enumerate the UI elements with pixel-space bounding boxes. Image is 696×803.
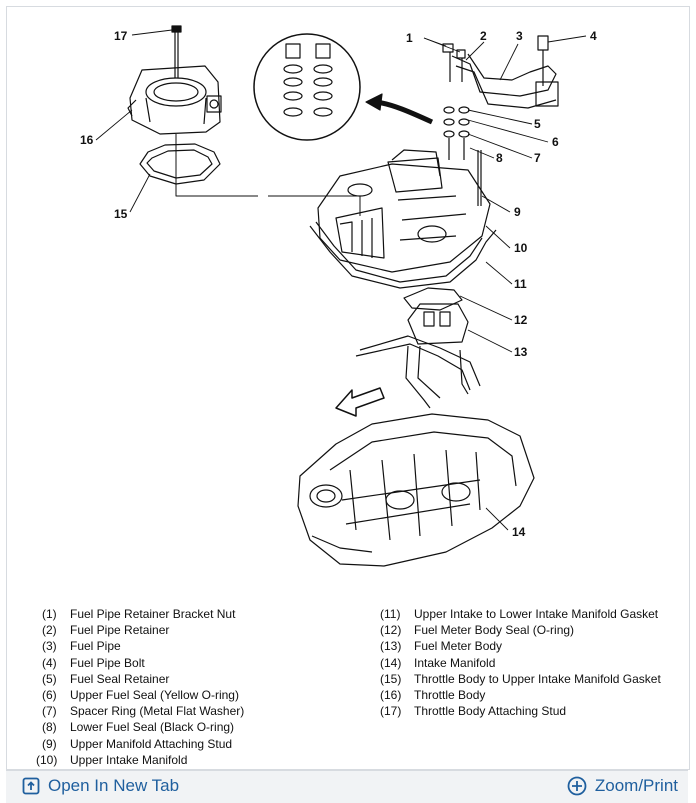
- callout-15: 15: [114, 207, 128, 221]
- throttle-body-drawing: [127, 65, 222, 135]
- upper-intake-gasket-drawing: [309, 225, 497, 289]
- parts-legend-right: (11)Upper Intake to Lower Intake Manifol…: [380, 606, 680, 719]
- callout-5: 5: [534, 117, 541, 131]
- seal-detail-magnifier: [253, 33, 361, 141]
- diagram-frame: [6, 6, 690, 770]
- fuel-seals-drawing: [443, 106, 470, 160]
- zoom-plus-icon: [567, 776, 587, 796]
- legend-item: (13)Fuel Meter Body: [380, 639, 503, 654]
- callout-9: 9: [514, 205, 521, 219]
- callout-10: 10: [514, 241, 528, 255]
- front-direction-arrow: [335, 387, 385, 417]
- open-in-new-tab-label: Open In New Tab: [48, 776, 180, 795]
- legend-item: (4)Fuel Pipe Bolt: [42, 655, 145, 670]
- legend-item: (5)Fuel Seal Retainer: [42, 671, 170, 686]
- legend-item: (2)Fuel Pipe Retainer: [42, 623, 170, 638]
- callout-2: 2: [480, 29, 487, 43]
- callout-1: 1: [406, 31, 413, 45]
- callout-16: 16: [80, 133, 94, 147]
- callout-7: 7: [534, 151, 541, 165]
- parts-legend-left: (1)Fuel Pipe Retainer Bracket Nut (2)Fue…: [36, 606, 342, 768]
- callout-8: 8: [496, 151, 503, 165]
- open-in-new-tab-button[interactable]: Open In New Tab: [22, 776, 179, 796]
- legend-item: (1)Fuel Pipe Retainer Bracket Nut: [42, 607, 236, 621]
- callout-14: 14: [512, 525, 526, 539]
- image-toolbar: Open In New Tab Zoom/Print: [6, 770, 688, 803]
- detail-arrow: [375, 99, 434, 125]
- callout-4: 4: [590, 29, 597, 43]
- legend-item: (12)Fuel Meter Body Seal (O-ring): [380, 623, 575, 638]
- legend-item: (6)Upper Fuel Seal (Yellow O-ring): [42, 688, 239, 703]
- legend-item: (9)Upper Manifold Attaching Stud: [42, 736, 233, 751]
- callout-11: 11: [514, 277, 527, 291]
- fuel-pipe-drawing: [442, 35, 559, 109]
- legend-item: (16)Throttle Body: [380, 688, 486, 703]
- zoom-print-label: Zoom/Print: [594, 776, 678, 795]
- exploded-view-diagram: 17 1 2 3 4 5 6 7 8 9 10 11 12 13 14 15 1…: [80, 25, 597, 567]
- legend-item: (17)Throttle Body Attaching Stud: [380, 704, 567, 719]
- legend-item: (15)Throttle Body to Upper Intake Manifo…: [380, 671, 661, 686]
- legend-item: (11)Upper Intake to Lower Intake Manifol…: [380, 607, 659, 621]
- callout-13: 13: [514, 345, 528, 359]
- fuel-meter-body-drawing: [355, 303, 481, 409]
- legend-item: (8)Lower Fuel Seal (Black O-ring): [42, 720, 235, 735]
- legend-item: (10)Upper Intake Manifold: [36, 752, 188, 767]
- legend-item: (3)Fuel Pipe: [42, 639, 121, 654]
- legend-item: (7)Spacer Ring (Metal Flat Washer): [42, 704, 245, 719]
- upper-intake-drawing: [317, 149, 491, 273]
- legend-item: (14)Intake Manifold: [380, 655, 496, 670]
- callout-17: 17: [114, 29, 128, 43]
- zoom-print-button[interactable]: Zoom/Print: [567, 776, 678, 796]
- callout-12: 12: [514, 313, 528, 327]
- throttle-gasket-drawing: [139, 143, 221, 185]
- callout-3: 3: [516, 29, 523, 43]
- open-external-icon: [22, 777, 40, 795]
- fuel-meter-seal-drawing: [403, 287, 463, 311]
- throttle-stud-drawing: [171, 25, 182, 78]
- intake-manifold-drawing: [297, 413, 535, 567]
- callout-6: 6: [552, 135, 559, 149]
